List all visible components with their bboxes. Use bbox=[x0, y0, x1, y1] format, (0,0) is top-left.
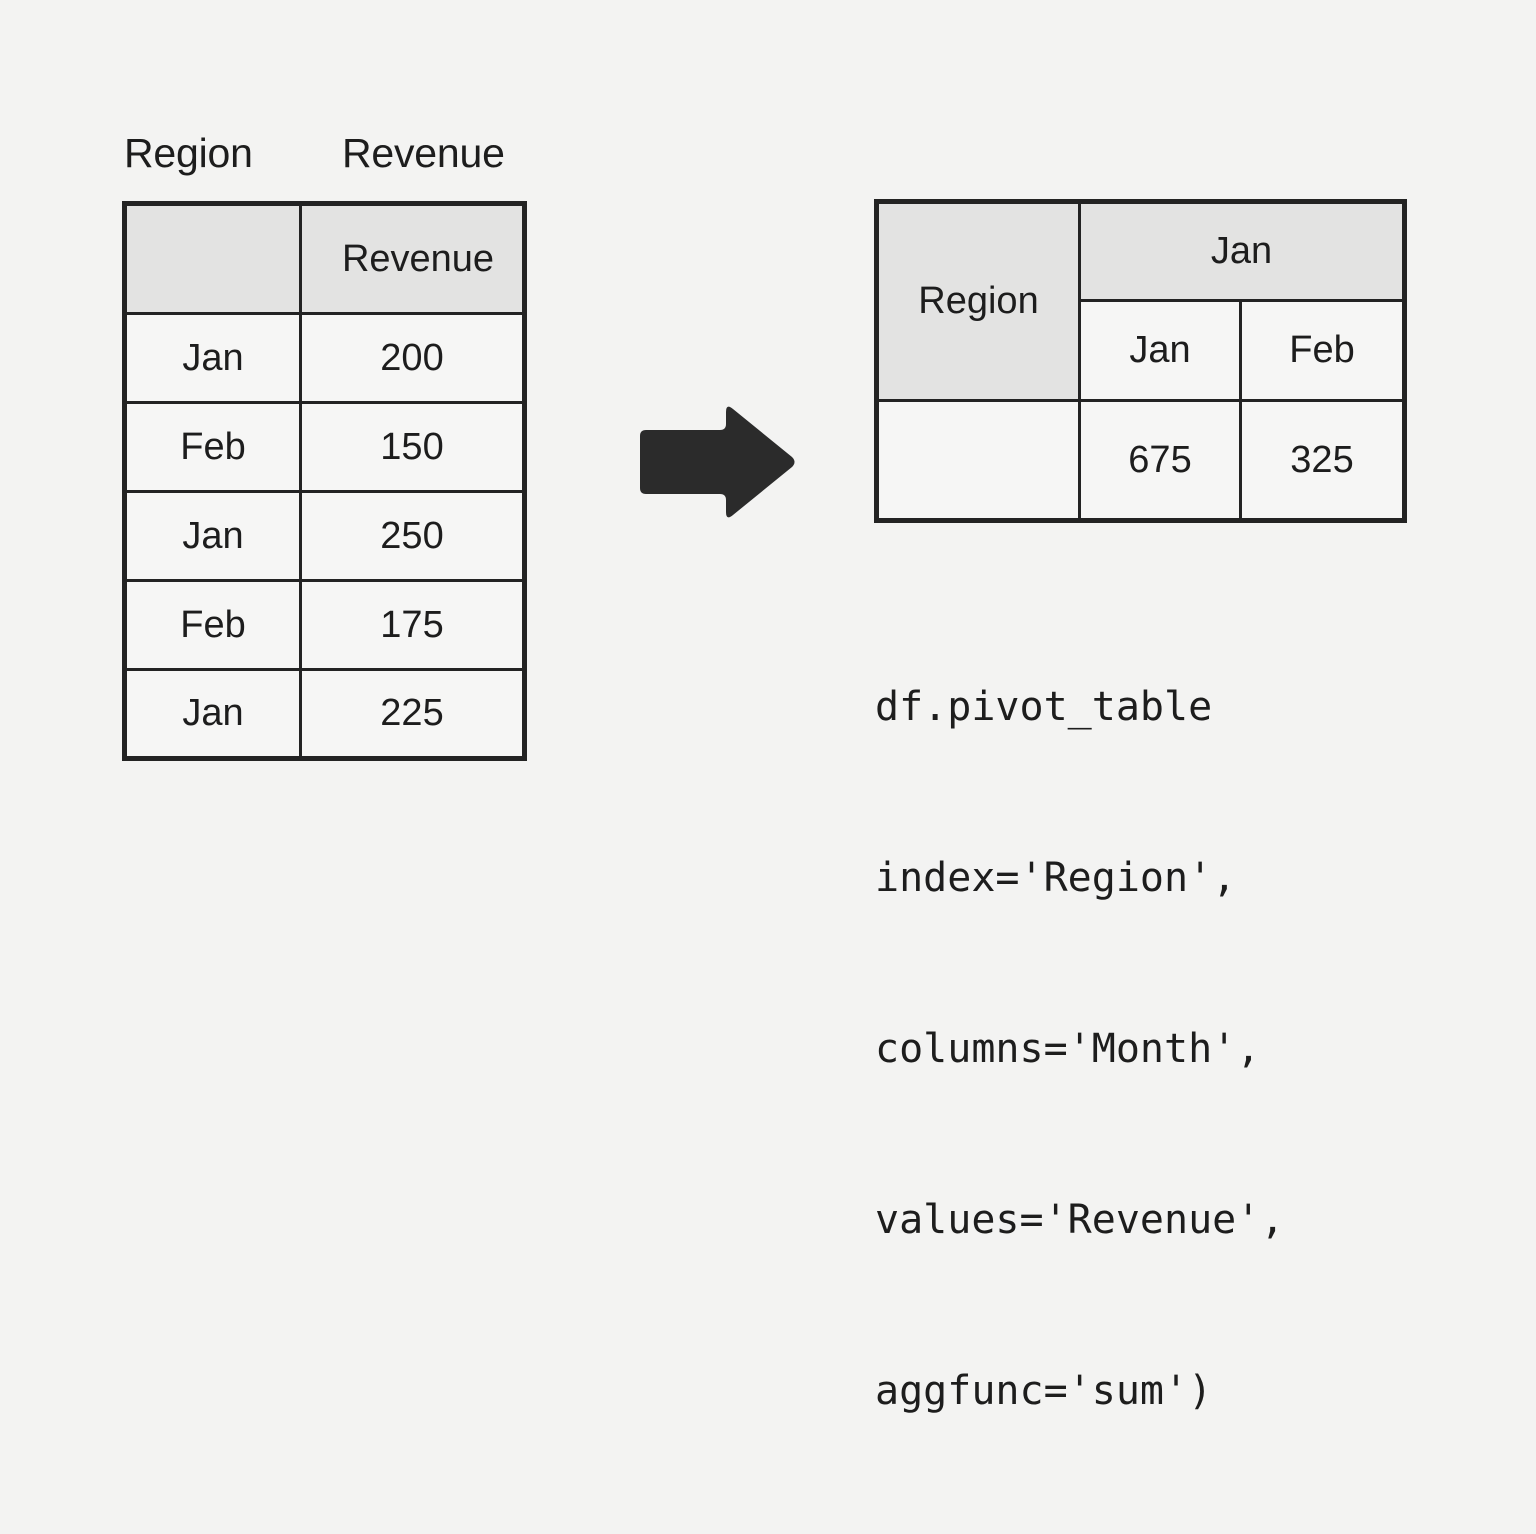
source-cell-revenue: 175 bbox=[299, 579, 526, 671]
source-cell-region: Jan bbox=[123, 490, 302, 582]
source-cell-revenue: 200 bbox=[299, 312, 526, 404]
pivot-subheader-feb: Feb bbox=[1239, 299, 1406, 402]
source-label-revenue: Revenue bbox=[342, 130, 505, 176]
code-line: aggfunc='sum') bbox=[875, 1368, 1213, 1414]
pivot-subheader-jan: Jan bbox=[1078, 299, 1242, 402]
code-line: columns='Month', bbox=[875, 1026, 1261, 1072]
code-line: df.pivot_table bbox=[875, 684, 1213, 730]
diagram-canvas: Region Revenue Revenue Jan 200 Feb 150 J… bbox=[122, 128, 1407, 1414]
pivot-index-blank-cell bbox=[875, 399, 1081, 522]
pivot-top-header-row: Region Jan bbox=[875, 200, 1406, 402]
table-row: Feb 175 bbox=[123, 579, 526, 671]
source-header-blank-cell bbox=[123, 202, 302, 315]
code-line: index='Region', bbox=[875, 855, 1237, 901]
table-row: Feb 150 bbox=[123, 401, 526, 493]
pivot-index-label-cell: Region bbox=[875, 200, 1081, 402]
arrow-right-icon bbox=[632, 402, 798, 522]
source-column-labels: Region Revenue bbox=[122, 128, 532, 178]
table-row: Jan 250 bbox=[123, 490, 526, 582]
source-label-region: Region bbox=[124, 130, 253, 176]
source-cell-revenue: 150 bbox=[299, 401, 526, 493]
source-cell-region: Jan bbox=[123, 668, 302, 760]
pivot-sub-header-row: Jan Feb bbox=[877, 299, 1406, 402]
source-cell-region: Feb bbox=[123, 579, 302, 671]
source-header-revenue-cell: Revenue bbox=[299, 202, 526, 315]
code-line: values='Revenue', bbox=[875, 1197, 1285, 1243]
source-cell-region: Jan bbox=[123, 312, 302, 404]
source-cell-revenue: 250 bbox=[299, 490, 526, 582]
pivot-value-feb: 325 bbox=[1239, 399, 1406, 522]
pivot-columns-group-cell: Jan bbox=[1078, 200, 1406, 302]
pivot-value-jan: 675 bbox=[1078, 399, 1242, 522]
pivot-value-row: 675 325 bbox=[875, 399, 1406, 522]
table-row: Jan 200 bbox=[123, 312, 526, 404]
source-cell-region: Feb bbox=[123, 401, 302, 493]
source-header-row: Revenue bbox=[123, 202, 526, 315]
pivot-code-snippet: df.pivot_table index='Region', columns='… bbox=[875, 565, 1475, 1534]
table-row: Jan 225 bbox=[123, 668, 526, 760]
source-cell-revenue: 225 bbox=[299, 668, 526, 760]
source-table: Revenue Jan 200 Feb 150 Jan 250 Feb 175 … bbox=[122, 201, 527, 761]
pivot-table: Region Jan Jan Feb 675 325 bbox=[874, 199, 1407, 523]
